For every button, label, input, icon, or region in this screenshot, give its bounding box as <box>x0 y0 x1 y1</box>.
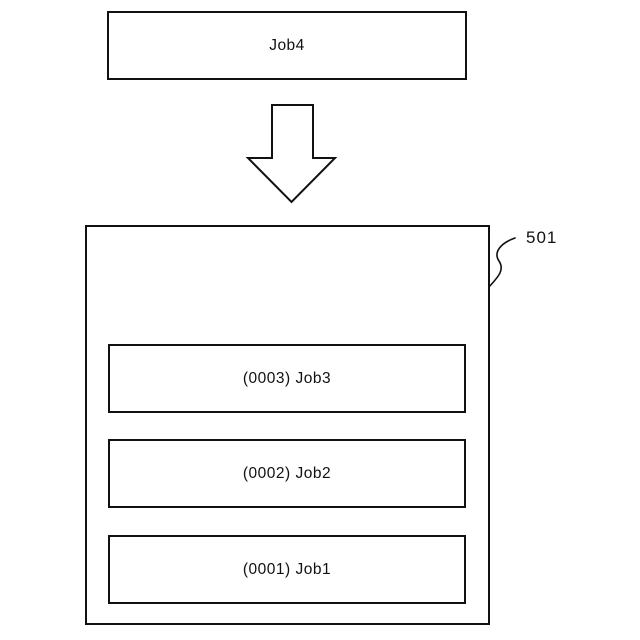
queued-job-box: (0003) Job3 <box>108 344 466 413</box>
queued-job-label: (0002) Job2 <box>242 464 332 482</box>
reference-number-label: 501 <box>526 228 558 247</box>
queued-job-box: (0001) Job1 <box>108 535 466 604</box>
source-job-box: Job4 <box>107 11 467 80</box>
down-arrow-icon <box>245 104 338 204</box>
source-job-label: Job4 <box>269 36 305 54</box>
queued-job-label: (0003) Job3 <box>242 369 332 387</box>
queued-job-box: (0002) Job2 <box>108 439 466 508</box>
queued-job-label: (0001) Job1 <box>242 560 332 578</box>
reference-squiggle-connector <box>488 237 516 288</box>
